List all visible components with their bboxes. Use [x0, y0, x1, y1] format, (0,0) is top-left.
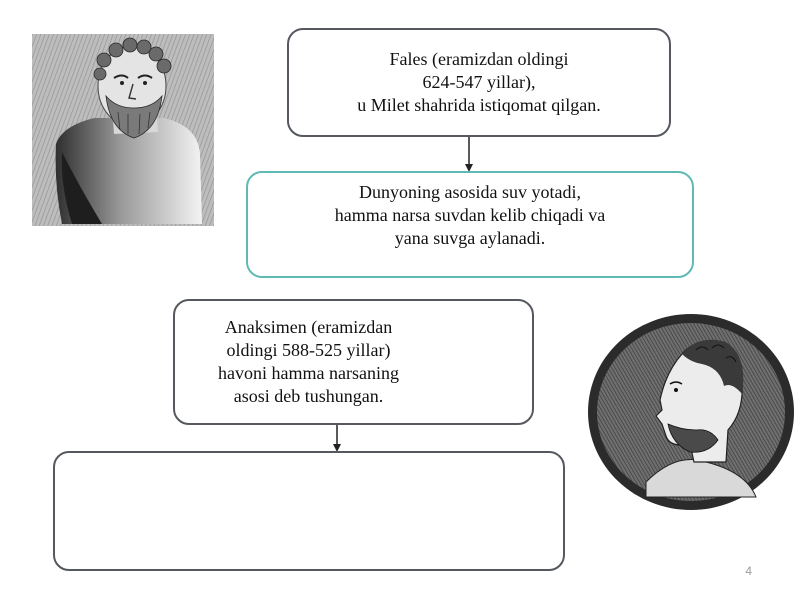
water-principle-box: Dunyoning asosida suv yotadi, hamma nars…: [246, 171, 694, 278]
fales-info-box: Fales (eramizdan oldingi 624-547 yillar)…: [287, 28, 671, 137]
anaksimen-line-4: asosi deb tushungan.: [233, 386, 384, 406]
water-line-3: yana suvga aylanadi.: [394, 228, 546, 248]
thales-bust-image: [32, 34, 214, 226]
page-number: 4: [745, 564, 752, 578]
fales-line-1: Fales (eramizdan oldingi: [389, 49, 569, 69]
connector-arrow-2: [333, 425, 341, 452]
anaksimen-line-1: Anaksimen (eramizdan: [224, 317, 393, 337]
water-line-2: hamma narsa suvdan kelib chiqadi va: [334, 205, 606, 225]
connector-arrow-1: [465, 137, 473, 172]
anaksimen-line-3: havoni hamma narsaning: [218, 363, 399, 383]
anaksimen-medallion-image: [588, 314, 794, 510]
water-line-1: Dunyoning asosida suv yotadi,: [359, 182, 581, 202]
anaksimen-info-box: Anaksimen (eramizdan oldingi 588-525 yil…: [173, 299, 534, 425]
fales-line-3: u Milet shahrida istiqomat qilgan.: [357, 95, 601, 115]
anaksimen-line-2: oldingi 588-525 yillar): [226, 340, 391, 360]
empty-answer-box: [53, 451, 565, 571]
fales-line-2: 624-547 yillar),: [422, 72, 536, 92]
